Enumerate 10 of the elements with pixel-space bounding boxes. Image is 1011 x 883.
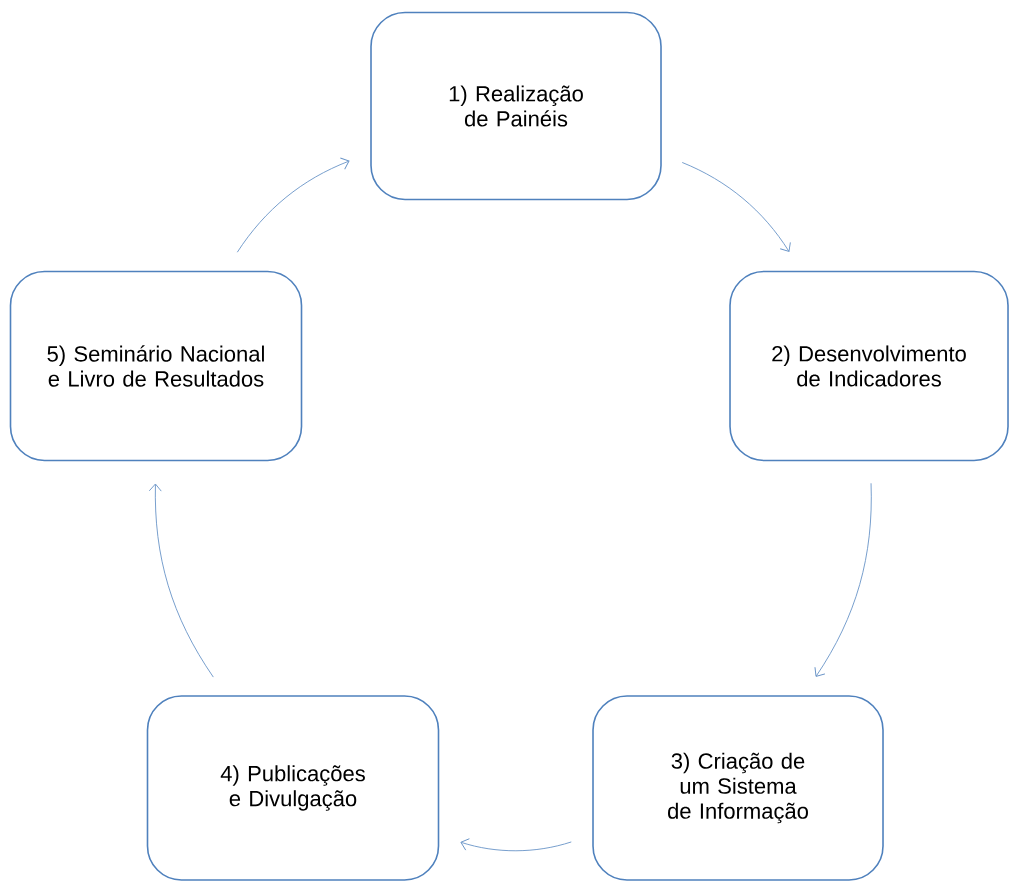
arrow — [814, 482, 872, 677]
arrow — [460, 838, 572, 852]
arrow — [681, 162, 791, 252]
process-box: 4) Publicações e Divulgação — [146, 695, 440, 881]
process-box: 3) Criação de um Sistema de Informação — [592, 695, 884, 881]
process-box: 2) Desenvolvimento de Indicadores — [729, 270, 1009, 462]
arrow — [148, 483, 214, 678]
process-box: 1) Realização de Painéis — [370, 11, 662, 201]
process-box: 5) Seminário Nacional e Livro de Resultados — [9, 270, 303, 462]
arrow — [236, 157, 350, 253]
